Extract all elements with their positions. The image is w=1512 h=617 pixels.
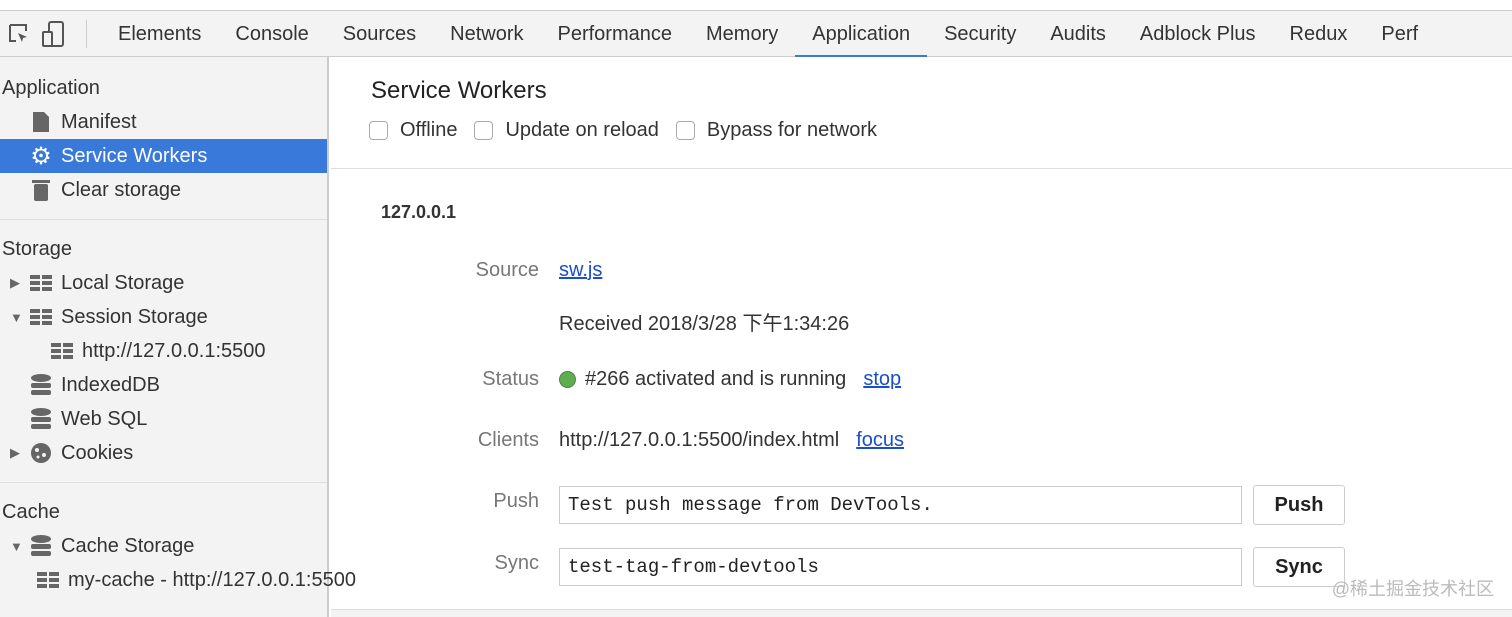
gear-icon: ⚙ — [30, 142, 52, 170]
devtools-toolbar: Elements Console Sources Network Perform… — [0, 10, 1512, 57]
client-url: http://127.0.0.1:5500/index.html — [559, 429, 840, 451]
tab-memory[interactable]: Memory — [706, 22, 779, 45]
sidebar-item-label: http://127.0.0.1:5500 — [82, 339, 266, 362]
database-icon — [30, 374, 52, 396]
option-label: Offline — [400, 119, 458, 141]
tab-sources[interactable]: Sources — [342, 22, 417, 45]
device-toolbar-icon[interactable] — [38, 19, 68, 49]
sync-input[interactable]: test-tag-from-devtools — [559, 548, 1242, 586]
sidebar-item-label: Web SQL — [61, 407, 148, 430]
database-icon — [30, 408, 52, 430]
sync-button[interactable]: Sync — [1253, 547, 1345, 587]
sidebar-item-session-origin[interactable]: http://127.0.0.1:5500 — [0, 334, 327, 368]
grid-icon — [30, 306, 52, 328]
section-storage: Storage — [2, 238, 73, 260]
sidebar-item-label: Cache Storage — [61, 534, 195, 557]
sidebar-item-label: Manifest — [61, 110, 137, 133]
tab-redux[interactable]: Redux — [1289, 22, 1348, 45]
tab-application[interactable]: Application — [795, 11, 927, 57]
sidebar-item-label: IndexedDB — [61, 373, 160, 396]
push-input[interactable]: Test push message from DevTools. — [559, 486, 1242, 524]
worker-origin: 127.0.0.1 — [381, 202, 457, 222]
sidebar-item-label: my-cache - http://127.0.0.1:5500 — [68, 568, 356, 591]
sidebar-item-cookies[interactable]: ▶ Cookies — [0, 436, 327, 470]
sidebar-item-label: Service Workers — [61, 144, 208, 167]
panel-bottom-border — [331, 609, 1512, 617]
sidebar-item-cache-storage[interactable]: ▼ Cache Storage — [0, 529, 327, 563]
sidebar-item-service-workers[interactable]: ⚙ Service Workers — [0, 139, 327, 173]
sidebar-item-label: Local Storage — [61, 271, 185, 294]
sidebar-item-label: Cookies — [61, 441, 134, 464]
status-text: #266 activated and is running — [585, 368, 847, 390]
page-title: Service Workers — [371, 77, 547, 104]
grid-icon — [51, 340, 73, 362]
document-icon — [30, 111, 52, 133]
sidebar-item-manifest[interactable]: Manifest — [0, 105, 327, 139]
offline-checkbox[interactable]: Offline — [369, 119, 457, 142]
sidebar-item-web-sql[interactable]: Web SQL — [0, 402, 327, 436]
divider — [0, 219, 327, 220]
tab-audits[interactable]: Audits — [1050, 22, 1106, 45]
checkbox[interactable] — [474, 121, 494, 140]
sidebar-item-session-storage[interactable]: ▼ Session Storage — [0, 300, 327, 334]
stop-link[interactable]: stop — [863, 368, 902, 390]
source-label: Source — [475, 259, 539, 281]
option-label: Update on reload — [505, 119, 659, 141]
bypass-for-network-checkbox[interactable]: Bypass for network — [675, 119, 877, 142]
trash-icon — [30, 179, 52, 201]
cookie-icon — [30, 442, 52, 464]
status-label: Status — [482, 368, 539, 390]
database-icon — [30, 535, 52, 557]
collapse-arrow-icon[interactable]: ▼ — [10, 538, 23, 554]
option-label: Bypass for network — [706, 119, 877, 141]
expand-arrow-icon[interactable]: ▶ — [10, 445, 20, 460]
tab-console[interactable]: Console — [235, 22, 309, 45]
sidebar-item-clear-storage[interactable]: Clear storage — [0, 173, 327, 207]
checkbox[interactable] — [675, 121, 695, 140]
push-label: Push — [493, 489, 539, 512]
status-dot-icon — [559, 371, 576, 388]
update-on-reload-checkbox[interactable]: Update on reload — [474, 119, 659, 142]
divider — [0, 482, 327, 483]
tab-security[interactable]: Security — [944, 22, 1017, 45]
tab-performance[interactable]: Performance — [557, 22, 673, 45]
inspect-element-icon[interactable] — [4, 19, 34, 49]
watermark: @稀土掘金技术社区 — [1331, 579, 1494, 599]
sidebar-item-label: Session Storage — [61, 305, 208, 328]
expand-arrow-icon[interactable]: ▶ — [10, 275, 20, 290]
sidebar: Application Manifest ⚙ Service Workers Cl… — [0, 57, 356, 617]
clients-label: Clients — [477, 429, 539, 451]
toolbar-divider — [86, 19, 87, 48]
tab-network[interactable]: Network — [450, 22, 524, 45]
checkbox[interactable] — [369, 121, 388, 140]
sync-label: Sync — [494, 551, 539, 574]
sidebar-item-local-storage[interactable]: ▶ Local Storage — [0, 266, 327, 300]
section-cache: Cache — [2, 501, 60, 523]
push-button[interactable]: Push — [1253, 485, 1345, 525]
focus-link[interactable]: focus — [856, 429, 905, 451]
sidebar-item-indexeddb[interactable]: IndexedDB — [0, 368, 327, 402]
received-text: Received 2018/3/28 下午1:34:26 — [559, 313, 850, 335]
grid-icon — [37, 569, 59, 591]
grid-icon — [30, 272, 52, 294]
sidebar-item-my-cache[interactable]: my-cache - http://127.0.0.1:5500 — [0, 563, 356, 597]
panel-header: Service Workers Offline Update on reload… — [331, 57, 1512, 169]
tab-perf[interactable]: Perf — [1381, 22, 1419, 45]
service-workers-panel: Service Workers Offline Update on reload… — [331, 57, 1512, 617]
section-application: Application — [2, 77, 100, 99]
tab-adblock-plus[interactable]: Adblock Plus — [1139, 22, 1256, 45]
collapse-arrow-icon[interactable]: ▼ — [10, 309, 23, 325]
source-link[interactable]: sw.js — [559, 259, 603, 281]
tab-elements[interactable]: Elements — [118, 22, 202, 45]
sidebar-item-label: Clear storage — [61, 178, 182, 201]
